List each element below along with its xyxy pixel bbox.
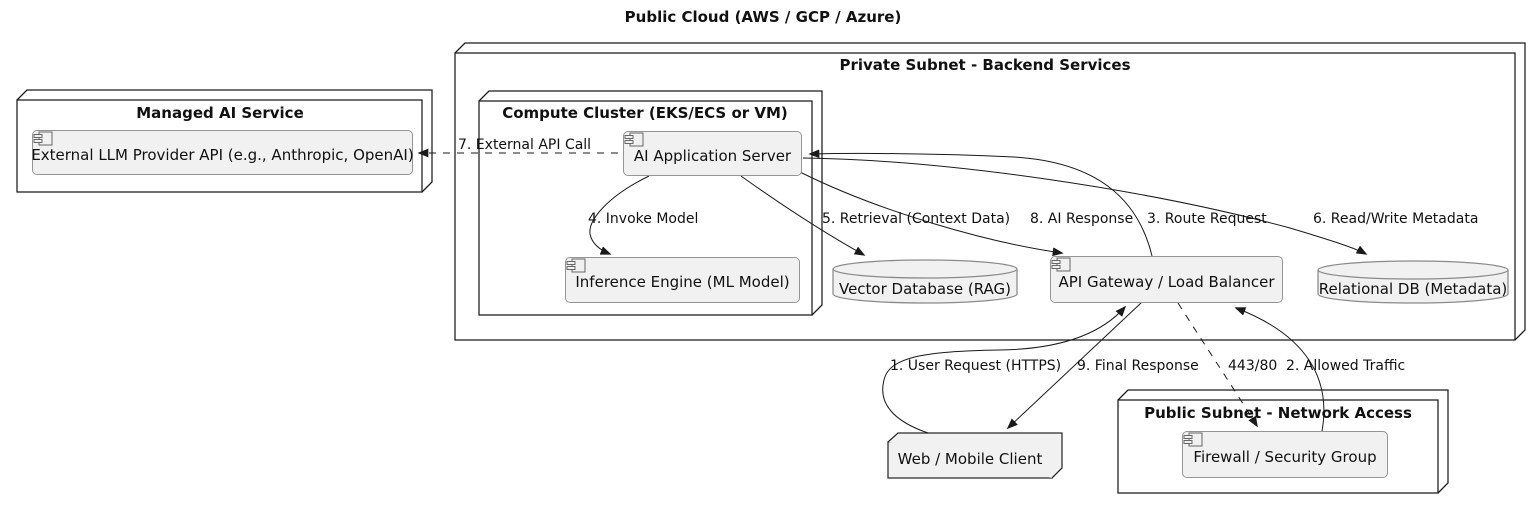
component-api-gateway: API Gateway / Load Balancer (1050, 256, 1283, 303)
compute-cluster-label: Compute Cluster (EKS/ECS or VM) (502, 104, 788, 122)
edge-firewall-port (1177, 302, 1258, 428)
diagram-title: Public Cloud (AWS / GCP / Azure) (624, 8, 902, 26)
edge-label-invoke-model: 4. Invoke Model (588, 211, 699, 227)
component-inference-engine: Inference Engine (ML Model) (565, 257, 800, 303)
llm-api-label: External LLM Provider API (e.g., Anthrop… (31, 145, 414, 164)
edge-retrieval (740, 175, 866, 256)
edge-final-response (1006, 302, 1142, 430)
relational-db-label: Relational DB (Metadata) (1318, 280, 1508, 298)
edge-label-user-request: 1. User Request (HTTPS) (890, 358, 1062, 374)
relational-db-cylinder (1317, 260, 1509, 304)
public-subnet-label: Public Subnet - Network Access (1144, 404, 1412, 422)
app-server-label: AI Application Server (633, 146, 792, 165)
edge-user-request (882, 305, 1127, 434)
component-app-server: AI Application Server (623, 131, 802, 176)
component-icon (624, 132, 644, 147)
client-node-label: Web / Mobile Client (897, 450, 1043, 468)
edge-label-retrieval: 5. Retrieval (Context Data) (822, 211, 1011, 227)
managed-ai-label: Managed AI Service (136, 104, 304, 122)
edge-label-ai-response: 8. AI Response (1030, 211, 1134, 227)
client-node-box (887, 432, 1063, 479)
edge-label-external-api-call: 7. External API Call (458, 137, 592, 153)
component-icon (1051, 257, 1071, 272)
edge-label-firewall-port: 443/80 (1228, 358, 1278, 374)
edge-label-allowed-traffic: 2. Allowed Traffic (1286, 358, 1406, 374)
edge-invoke-model (589, 175, 650, 255)
firewall-label: Firewall / Security Group (1193, 447, 1377, 466)
vector-db-label: Vector Database (RAG) (838, 280, 1012, 298)
component-icon (33, 131, 53, 146)
edge-route-request (808, 149, 1153, 257)
api-gateway-label: API Gateway / Load Balancer (1058, 272, 1275, 291)
edge-allowed-traffic (1234, 307, 1325, 432)
component-icon (566, 258, 586, 273)
private-subnet-label: Private Subnet - Backend Services (839, 56, 1131, 74)
edge-label-read-write-metadata: 6. Read/Write Metadata (1313, 211, 1479, 227)
edge-label-final-response: 9. Final Response (1077, 358, 1199, 374)
component-llm-api: External LLM Provider API (e.g., Anthrop… (31, 130, 414, 175)
component-firewall: Firewall / Security Group (1182, 431, 1388, 478)
edge-label-route-request: 3. Route Request (1147, 211, 1267, 227)
vector-db-cylinder (832, 259, 1018, 304)
inference-engine-label: Inference Engine (ML Model) (575, 273, 790, 291)
edge-read-write-metadata (802, 157, 1368, 255)
component-icon (1183, 432, 1203, 447)
edge-ai-response (799, 171, 1064, 257)
